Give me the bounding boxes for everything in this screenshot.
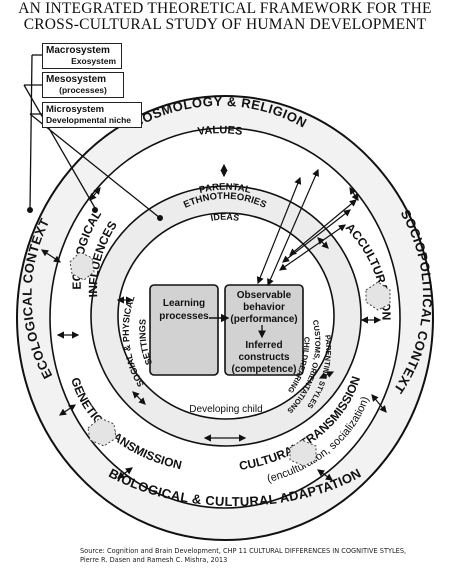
constructs-label: constructs [238, 352, 290, 363]
meso-leader-line-down [23, 84, 96, 209]
legend-microsystem-label: Microsystem [46, 104, 105, 115]
behavior-box [224, 284, 304, 376]
legend-exosystem-label: Exosystem [71, 56, 116, 66]
learning-processes-box [149, 284, 219, 376]
arrow-outer-top-right [349, 187, 359, 201]
marker-genetic [87, 417, 117, 447]
micro-leader-line-diag [29, 113, 161, 219]
processes-label: processes [159, 311, 209, 322]
legend-macrosystem-label: Macrosystem [46, 45, 110, 56]
arrow-cosmology-behavior-2 [256, 176, 302, 285]
behavior-label: behavior [243, 302, 285, 313]
dotted-markers [69, 251, 391, 467]
arrow-left-lower [59, 404, 76, 416]
legend-mesosystem-label: Mesosystem [46, 74, 107, 85]
legend-processes-label: (processes) [59, 85, 107, 95]
legend-mesosystem: Mesosystem (processes) [42, 72, 124, 98]
marker-cultural [289, 439, 317, 467]
ideas-label: IDEAS [210, 212, 240, 223]
performance-label: (performance) [230, 314, 297, 325]
arrow-inner-topright [317, 237, 329, 249]
legend-microsystem: Microsystem Developmental niche [42, 102, 142, 128]
legend-macrosystem: Macrosystem Exosystem [42, 43, 122, 69]
arrow-left-outer [41, 249, 61, 263]
developing-child-label: Developing child [189, 404, 262, 415]
marker-acculturation [365, 281, 391, 311]
diagram-title-line-1: AN INTEGRATED THEORETICAL FRAMEWORK FOR … [18, 0, 432, 17]
source-line-1: Source: Cognition and Brain Development,… [80, 547, 407, 555]
values-label: VALUES [197, 124, 243, 138]
legend-developmental-niche-label: Developmental niche [46, 115, 132, 125]
relationship-arrows [41, 163, 387, 481]
marker-ecological [69, 251, 95, 281]
arrow-right-lower [371, 394, 387, 413]
diagram-title-line-2: CROSS-CULTURAL STUDY OF HUMAN DEVELOPMEN… [23, 16, 427, 33]
macro-leader-dot [27, 207, 33, 213]
arrow-bottom-right [317, 469, 333, 481]
observable-label: Observable [237, 290, 292, 301]
arrow-bottom-left [117, 467, 133, 479]
meso-leader-dot [92, 207, 98, 213]
arrow-sociopolitical-3 [289, 199, 357, 256]
arrow-outer-top-left [89, 187, 101, 201]
source-citation: Source: Cognition and Brain Development,… [80, 547, 420, 565]
inferred-label: Inferred [245, 340, 282, 351]
learning-label: Learning [163, 298, 205, 309]
arrow-inner-right [318, 371, 335, 379]
micro-leader-dot [157, 215, 163, 221]
competence-label: (competence) [231, 364, 296, 375]
source-line-2: Pierre R. Dasen and Ramesh C. Mishra, 20… [80, 556, 228, 564]
arrow-inner-lower-left [132, 391, 146, 405]
macro-leader-line-down [29, 54, 33, 211]
